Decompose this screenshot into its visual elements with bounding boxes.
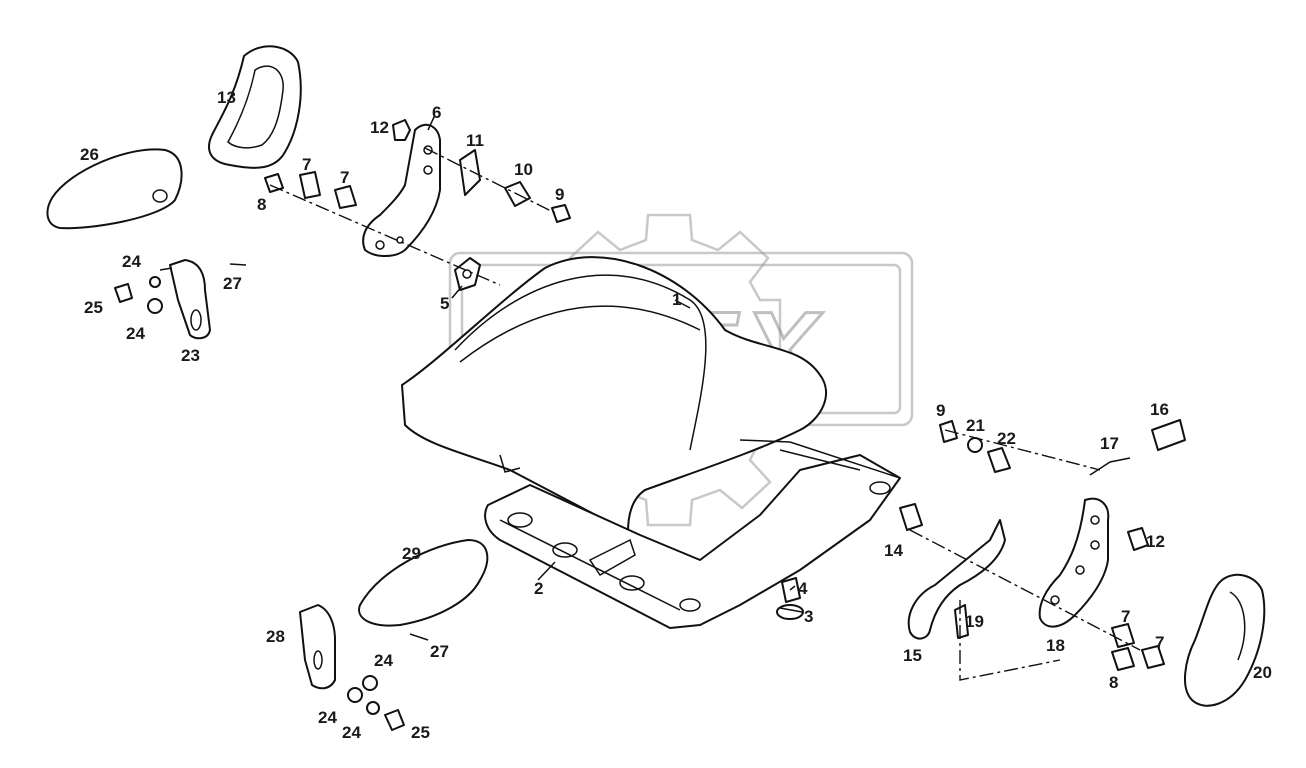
callout-21: 21 <box>966 416 985 435</box>
callout-24d: 24 <box>318 708 337 727</box>
callout-7b: 7 <box>340 168 349 187</box>
left-axis-line <box>269 147 556 286</box>
callout-20: 20 <box>1253 663 1272 682</box>
callout-13: 13 <box>217 88 236 107</box>
callout-25b: 25 <box>411 723 430 742</box>
callout-24b: 24 <box>126 324 145 343</box>
callout-1: 1 <box>672 290 681 309</box>
callout-19: 19 <box>965 612 984 631</box>
callout-12b: 12 <box>1146 532 1165 551</box>
callout-4: 4 <box>798 579 808 598</box>
callout-9b: 9 <box>936 401 945 420</box>
lever-15 <box>907 519 1006 640</box>
callout-18: 18 <box>1046 636 1065 655</box>
callout-15: 15 <box>903 646 922 665</box>
right-side-bracket-18 <box>1038 497 1149 628</box>
callout-8a: 8 <box>257 195 266 214</box>
callout-7c: 7 <box>1121 607 1130 626</box>
callout-27b: 27 <box>430 642 449 661</box>
callout-24e: 24 <box>342 723 361 742</box>
callout-28: 28 <box>266 627 285 646</box>
callout-12a: 12 <box>370 118 389 137</box>
right-spring-line <box>959 600 1061 681</box>
callout-7a: 7 <box>302 155 311 174</box>
armrest-26 <box>46 148 183 230</box>
right-axis-line <box>909 429 1141 651</box>
armrest-29 <box>358 539 489 627</box>
callout-7d: 7 <box>1155 633 1164 652</box>
callout-10: 10 <box>514 160 533 179</box>
backrest-13 <box>208 45 302 169</box>
callout-29: 29 <box>402 544 421 563</box>
left-side-bracket-6 <box>362 123 481 291</box>
callout-22: 22 <box>997 429 1016 448</box>
callout-26: 26 <box>80 145 99 164</box>
right-bolts-and-spacers <box>899 419 1186 671</box>
callout-23: 23 <box>181 346 200 365</box>
callout-3: 3 <box>804 607 813 626</box>
leader-lines <box>159 114 803 613</box>
callout-14: 14 <box>884 541 903 560</box>
callout-labels: 1 2 3 4 5 6 7 7 7 7 8 8 9 9 10 11 12 12 … <box>80 88 1272 742</box>
callout-2: 2 <box>534 579 543 598</box>
armrest-mount-28 <box>299 604 429 731</box>
seat-pan <box>484 439 901 629</box>
callout-17: 17 <box>1100 434 1119 453</box>
callout-11: 11 <box>466 131 484 150</box>
callout-27a: 27 <box>223 274 242 293</box>
callout-9a: 9 <box>555 185 564 204</box>
callout-6: 6 <box>432 103 441 122</box>
callout-16: 16 <box>1150 400 1169 419</box>
backrest-20 <box>1184 573 1266 707</box>
armrest-mount-23 <box>114 259 247 340</box>
callout-25a: 25 <box>84 298 103 317</box>
callout-24a: 24 <box>122 252 141 271</box>
callout-5: 5 <box>440 294 449 313</box>
callout-8b: 8 <box>1109 673 1118 692</box>
callout-24c: 24 <box>374 651 393 670</box>
